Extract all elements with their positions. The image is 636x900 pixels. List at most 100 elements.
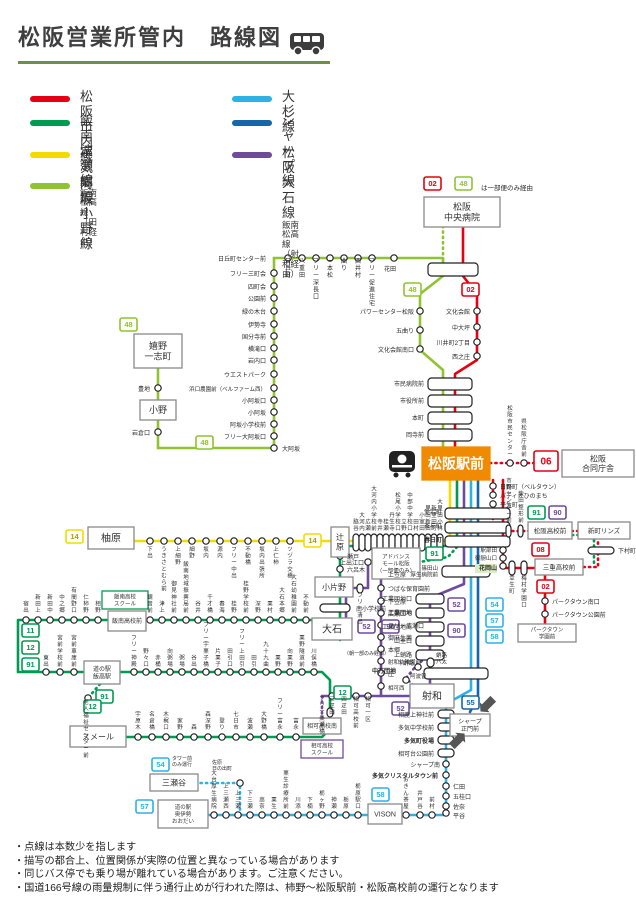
badge-rect — [425, 546, 444, 561]
stop-circle — [428, 811, 436, 819]
stop-circle — [236, 779, 244, 787]
map-label: 上仁柿 — [273, 545, 279, 566]
stop-bar — [426, 657, 435, 668]
badge-number: 58 — [376, 790, 384, 799]
station-box-label: 松阪合同庁舎 — [582, 454, 614, 474]
map-label: つばな保育園前 — [388, 585, 430, 593]
legend-item: シャープ線 — [232, 113, 296, 189]
map-label: 公園前 — [248, 295, 266, 303]
map-label: 国分寺前 — [242, 333, 266, 341]
legend-swatch-lightgreen — [30, 183, 70, 189]
station-box-label: 道の駅奥伊勢おおだい — [172, 803, 195, 825]
legend-swatch-lightblue — [232, 96, 272, 102]
stop-bar — [444, 521, 511, 534]
badge-rect — [151, 757, 170, 772]
map-label: シャープ南 — [410, 761, 440, 769]
stop-circle — [254, 616, 262, 624]
stop-circle — [46, 616, 54, 624]
map-label: 大阿坂 — [282, 445, 300, 453]
stop-circle — [294, 811, 302, 819]
note-line: ・同じバス停でも乗り場が離れている場合があります。ご注意ください。 — [14, 869, 349, 881]
stop-circle — [260, 733, 268, 741]
map-label: 豊地 — [138, 385, 150, 393]
legend-swatch-darkblue — [232, 120, 272, 126]
sharp-seimonmae: シャープ正門前 — [449, 713, 491, 737]
station-box-label: 飯南高校スクール — [114, 592, 137, 607]
badge-number: 55 — [466, 698, 474, 707]
route-number-badge: 90 — [447, 623, 466, 638]
map-label: 横滝口 — [248, 345, 266, 353]
stop-circle — [218, 616, 226, 624]
map-label: 相鹿上神社前 — [398, 711, 434, 719]
badge-rect — [447, 597, 466, 612]
stop-circle — [232, 733, 240, 741]
map-label: 大石幼稚園前 — [291, 573, 297, 614]
map-label: 岩倉口 — [132, 429, 150, 437]
map-label: パティオひのまち — [500, 493, 548, 500]
map-label: 津上 — [159, 600, 165, 614]
map-label: 梅村学園口 — [521, 574, 527, 608]
map-label: フリー清出 — [357, 592, 363, 625]
map-label: 一本松 — [327, 259, 333, 279]
stop-circle — [146, 616, 154, 624]
legend-label: 飯南波瀬線飯南松高線（田村経由） — [80, 113, 98, 247]
route-number-badge: 12 — [83, 699, 102, 714]
map-label: 本町 — [412, 414, 424, 422]
stop-circle — [302, 616, 310, 624]
map-label: 家野 — [177, 716, 183, 731]
map-label: フリー促進住宅 — [369, 258, 375, 308]
map-label: 源内 — [217, 545, 223, 560]
map-label: フリー上田引 — [239, 628, 245, 668]
map-label: 谷井 — [195, 599, 201, 614]
stop-circle — [298, 668, 306, 676]
godo-chosha: 松阪合同庁舎 — [561, 449, 635, 478]
map-label: 緑の木台 — [242, 308, 266, 316]
map-label: 平生町 — [500, 501, 518, 509]
note-line: ・描写の都合上、位置関係が実際の位置と異なっている場合があります — [14, 855, 340, 867]
map-label: 坂内 — [203, 545, 209, 560]
hannan-hs-school: 飯南高校スクール — [101, 590, 149, 610]
legend-label: 大杉線 — [282, 89, 296, 134]
matsusaka-kokomae: 松阪高校前 — [527, 521, 573, 540]
stop-circle — [202, 668, 210, 676]
stop-circle — [214, 668, 222, 676]
station-box-rect — [330, 526, 350, 558]
map-label: 文化会館南口 — [378, 346, 414, 354]
map-label: 下村町 — [618, 547, 636, 555]
stop-bar — [427, 411, 473, 425]
map-label: 栃ヶ野 — [319, 789, 325, 810]
map-label: 宮前学校前 — [57, 634, 63, 668]
map-label: 栗生 — [271, 796, 277, 810]
stop-circle — [377, 597, 385, 605]
map-label: 上三瀬 — [235, 789, 241, 810]
stop-circle — [286, 537, 294, 545]
map-label: 山室口 — [394, 637, 412, 645]
route-number-badge: 48 — [454, 176, 473, 191]
stop-circle — [284, 254, 292, 262]
station-box-rect — [101, 590, 149, 610]
map-label: 七日市 — [233, 710, 239, 731]
legend-label: 宇気郷線 — [80, 145, 94, 205]
map-label: フリー宇栗子橋 — [203, 621, 209, 668]
stop-circle — [473, 323, 481, 331]
map-label: うきさとむら前 — [161, 546, 167, 593]
map-label: 中万団地 — [372, 667, 396, 675]
map-label: 飯南地域振興局前 — [183, 560, 189, 614]
map-label: 五桂口 — [453, 793, 471, 801]
badge-number: 90 — [452, 626, 460, 635]
stop-circle — [170, 616, 178, 624]
stop-circle — [326, 254, 334, 262]
badge-rect — [357, 619, 376, 634]
vison: VISON — [367, 803, 403, 825]
stop-circle — [258, 537, 266, 545]
map-label: 下楠 — [307, 796, 313, 810]
legend-label: シャープ線 — [282, 113, 296, 188]
stop-circle — [270, 432, 278, 440]
route-number-badge: 90 — [548, 505, 567, 520]
station-box-label: 松阪駅前 — [428, 456, 484, 472]
map-label: 八重田 — [299, 258, 305, 279]
stop-circle — [499, 562, 507, 570]
route-number-badge: 55 — [461, 695, 480, 710]
stop-circle — [218, 733, 226, 741]
